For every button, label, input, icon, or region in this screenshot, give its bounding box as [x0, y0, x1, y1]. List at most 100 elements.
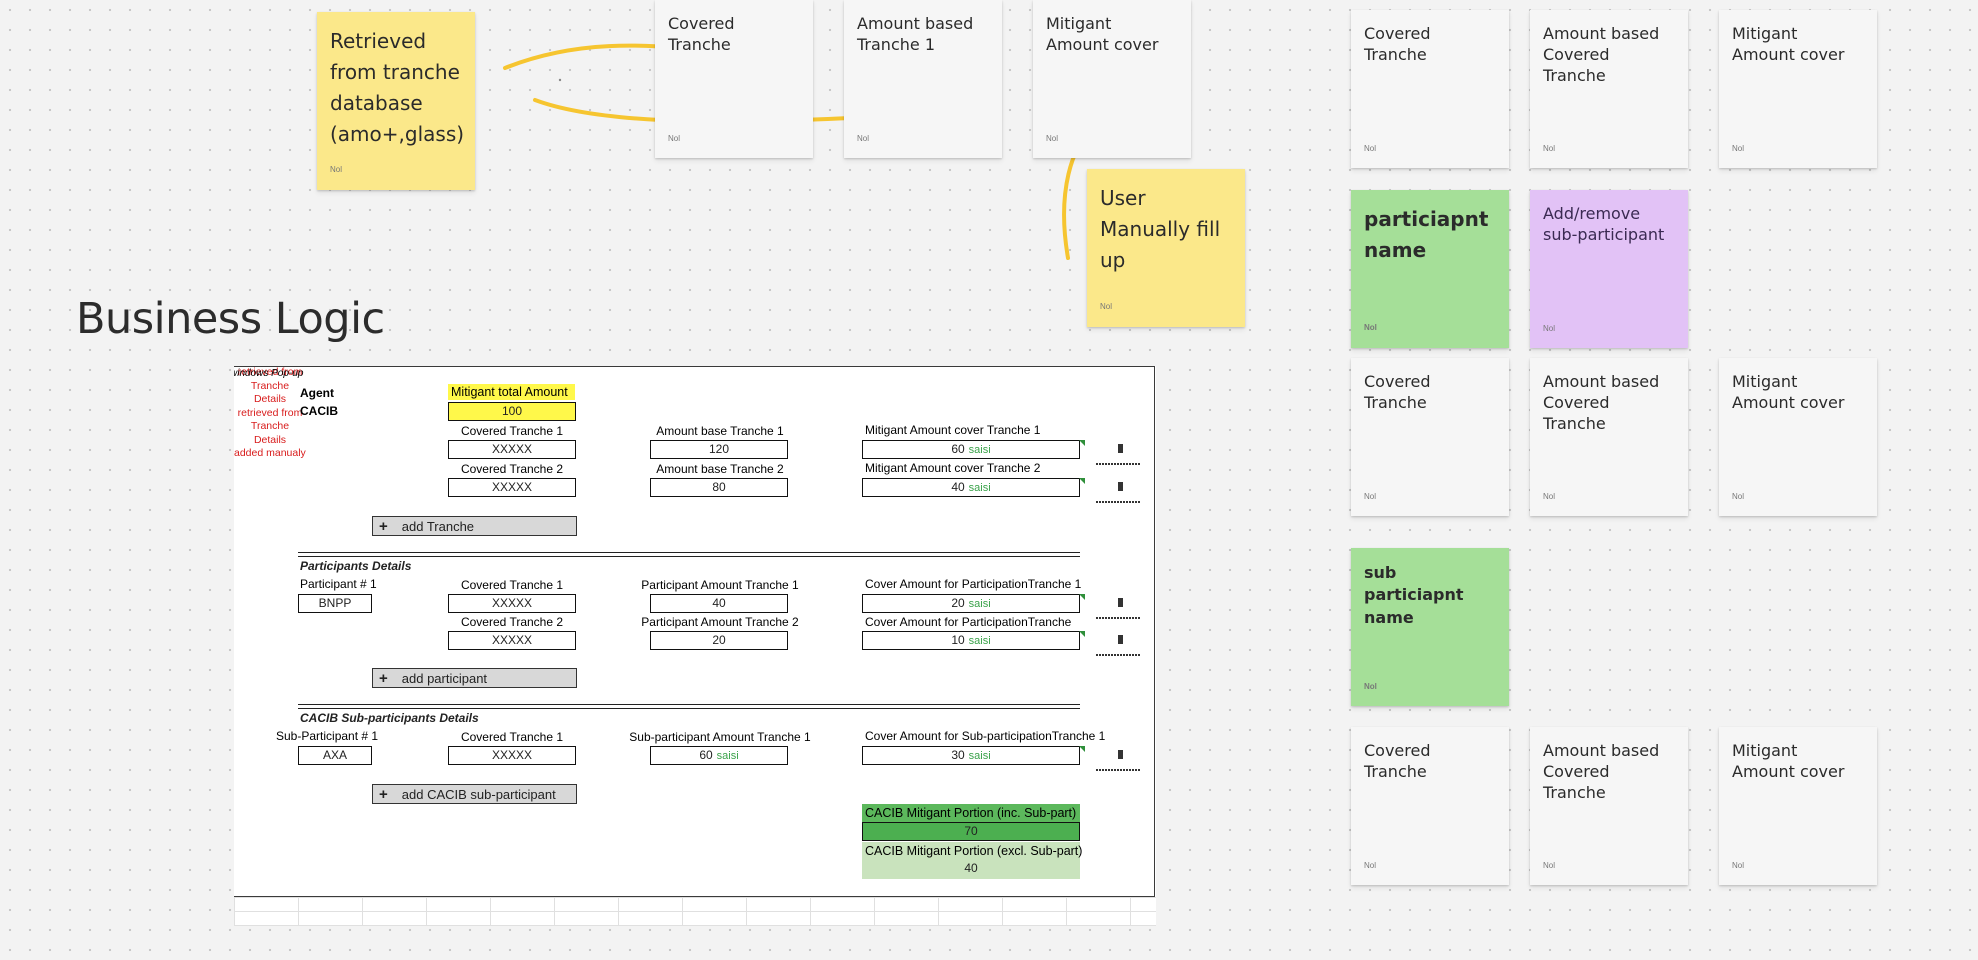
sticky-text: Retrieved from tranche database (amo+,gl… — [330, 29, 465, 146]
add-sub-participant-label: add CACIB sub-participant — [401, 786, 556, 802]
plus-icon: + — [379, 517, 388, 535]
sticky-text: Mitigant Amount cover — [1732, 372, 1845, 412]
mini-label-lines — [1096, 654, 1140, 656]
sticky-add-remove-sub-participant[interactable]: Add/remove sub-participant Nol — [1530, 190, 1688, 348]
mitigant-cover-tranche-1-label: Mitigant Amount cover Tranche 1 — [865, 423, 1041, 437]
cover-sub-participation-tranche-1-label: Cover Amount for Sub-participationTranch… — [865, 729, 1106, 743]
saisi-tag: saisi — [968, 750, 991, 762]
amount-base-tranche-2-field[interactable]: 80 — [650, 478, 788, 497]
stray-dot — [558, 78, 562, 82]
participant-amount-tranche-1-field[interactable]: 40 — [650, 594, 788, 613]
trash-icon[interactable] — [1118, 750, 1123, 759]
participant-amount-tranche-2-label: Participant Amount Tranche 2 — [641, 615, 799, 629]
sticky-author: Nol — [1364, 322, 1377, 332]
portion-inc-field[interactable]: 70 — [862, 822, 1080, 841]
add-participant-button[interactable]: + add participant — [372, 668, 577, 688]
sticky-covered-tranche-r3[interactable]: Covered Tranche Nol — [1351, 727, 1509, 885]
trash-icon[interactable] — [1118, 482, 1123, 491]
sub-covered-tranche-1-field[interactable]: XXXXX — [448, 746, 576, 765]
sticky-user-manually-fill[interactable]: User Manually fill up Nol — [1087, 169, 1245, 327]
sub-participants-title: CACIB Sub-participants Details — [300, 711, 479, 725]
plus-icon: + — [379, 669, 388, 687]
saisi-tag: saisi — [968, 482, 991, 494]
added-manually-note: added manualy — [234, 447, 306, 459]
participant-amount-tranche-1-label: Participant Amount Tranche 1 — [641, 578, 799, 592]
sub-amount-tranche-1-label: Sub-participant Amount Tranche 1 — [629, 730, 811, 744]
saisi-tag: saisi — [968, 598, 991, 610]
agent-value: CACIB — [300, 404, 338, 418]
sticky-amount-based-r2[interactable]: Amount based Covered Tranche Nol — [1530, 358, 1688, 516]
cell-comment-marker — [1079, 594, 1085, 600]
sticky-mitigant-r3[interactable]: Mitigant Amount cover Nol — [1719, 727, 1877, 885]
sticky-author: Nol — [1100, 301, 1113, 311]
covered-tranche-1-label: Covered Tranche 1 — [460, 424, 564, 438]
participant-name-field[interactable]: BNPP — [298, 594, 372, 613]
sticky-text: sub particiapnt name — [1364, 563, 1464, 627]
sticky-covered-tranche-top[interactable]: Covered Tranche Nol — [655, 0, 813, 158]
portion-inc-label: CACIB Mitigant Portion (inc. Sub-part) — [862, 804, 1080, 822]
sticky-amount-based-r1[interactable]: Amount based Covered Tranche Nol — [1530, 10, 1688, 168]
sticky-covered-tranche-r2[interactable]: Covered Tranche Nol — [1351, 358, 1509, 516]
sticky-author: Nol — [1732, 860, 1745, 870]
saisi-tag: saisi — [968, 444, 991, 456]
cover-participation-tranche-1-label: Cover Amount for ParticipationTranche 1 — [865, 577, 1082, 591]
covered-tranche-2-label: Covered Tranche 2 — [460, 462, 564, 476]
amount-base-tranche-1-field[interactable]: 120 — [650, 440, 788, 459]
sticky-author: Nol — [1543, 143, 1556, 153]
sticky-text: Mitigant Amount cover — [1732, 741, 1845, 781]
sticky-text: Mitigant Amount cover — [1732, 24, 1845, 64]
mini-label-lines — [1096, 501, 1140, 503]
cover-participation-tranche-2-value: 10 — [951, 633, 965, 647]
sticky-author: Nol — [1364, 681, 1377, 691]
sticky-author: Nol — [1046, 133, 1059, 143]
participants-title: Participants Details — [300, 559, 412, 573]
sticky-text: Amount based Covered Tranche — [1543, 741, 1660, 802]
spreadsheet-mockup[interactable]: windows Pop-up Agent CACIB Mitigant tota… — [234, 366, 1156, 926]
sticky-author: Nol — [1364, 491, 1377, 501]
plus-icon: + — [379, 785, 388, 803]
cell-comment-marker — [1079, 631, 1085, 637]
add-participant-label: add participant — [401, 670, 488, 686]
sticky-retrieved-from-database[interactable]: Retrieved from tranche database (amo+,gl… — [317, 12, 475, 190]
participant-amount-tranche-2-field[interactable]: 20 — [650, 631, 788, 650]
sticky-mitigant-r2[interactable]: Mitigant Amount cover Nol — [1719, 358, 1877, 516]
sticky-amount-based-r3[interactable]: Amount based Covered Tranche Nol — [1530, 727, 1688, 885]
cover-participation-tranche-2-label: Cover Amount for ParticipationTranche — [865, 615, 1072, 629]
sticky-author: Nol — [1364, 143, 1377, 153]
sticky-author: Nol — [1732, 491, 1745, 501]
mitigant-total-field[interactable]: 100 — [448, 402, 576, 421]
add-tranche-button[interactable]: +add Tranche — [372, 516, 577, 536]
sticky-mitigant-r1[interactable]: Mitigant Amount cover Nol — [1719, 10, 1877, 168]
sticky-participant-name[interactable]: particiapnt name Nol — [1351, 190, 1509, 348]
sticky-text: Add/remove sub-participant — [1543, 204, 1665, 244]
cell-comment-marker — [1079, 746, 1085, 752]
amount-base-tranche-1-label: Amount base Tranche 1 — [656, 424, 784, 438]
add-sub-participant-button[interactable]: + add CACIB sub-participant — [372, 784, 577, 804]
participant-covered-tranche-2-label: Covered Tranche 2 — [460, 615, 564, 629]
trash-icon[interactable] — [1118, 598, 1123, 607]
sticky-text: Mitigant Amount cover — [1046, 14, 1159, 54]
retrieved-note-participant: retrieved from Tranche Details — [237, 406, 303, 446]
section-separator — [298, 704, 1080, 709]
sub-amount-tranche-1-value: 60 — [699, 748, 713, 762]
portion-excl-field[interactable]: 40 — [862, 860, 1080, 879]
section-separator — [298, 552, 1080, 557]
covered-tranche-2-field[interactable]: XXXXX — [448, 478, 576, 497]
sticky-mitigant-amount-top[interactable]: Mitigant Amount cover Nol — [1033, 0, 1191, 158]
sub-participant-name-field[interactable]: AXA — [298, 746, 372, 765]
participant-covered-tranche-1-field[interactable]: XXXXX — [448, 594, 576, 613]
participant-covered-tranche-2-field[interactable]: XXXXX — [448, 631, 576, 650]
trash-icon[interactable] — [1118, 444, 1123, 453]
trash-icon[interactable] — [1118, 635, 1123, 644]
cover-sub-participation-tranche-1-value: 30 — [951, 748, 965, 762]
covered-tranche-1-field[interactable]: XXXXX — [448, 440, 576, 459]
sticky-covered-tranche-r1[interactable]: Covered Tranche Nol — [1351, 10, 1509, 168]
sticky-amount-based-tranche-top[interactable]: Amount based Tranche 1 Nol — [844, 0, 1002, 158]
sticky-sub-participant-name[interactable]: sub particiapnt name Nol — [1351, 548, 1509, 706]
